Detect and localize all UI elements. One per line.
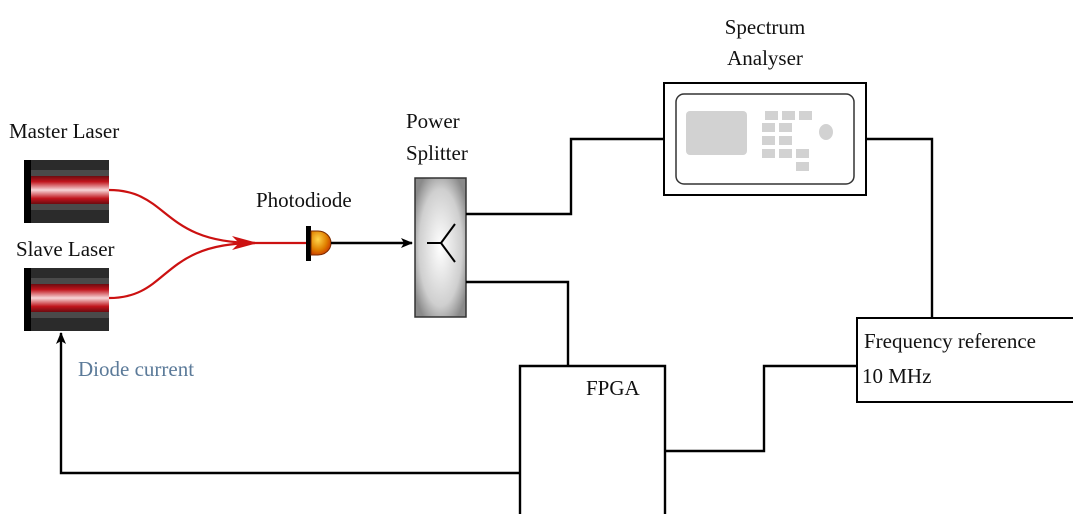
spectrum-analyser-label-2: Analyser <box>727 46 803 70</box>
spectrum-analyser-icon <box>663 82 867 196</box>
splitter-to-analyser-wire <box>466 137 664 216</box>
power-splitter-label-1: Power <box>406 109 460 133</box>
frequency-reference-box <box>856 317 1073 403</box>
slave-laser-icon <box>24 268 109 331</box>
fpga-box <box>518 364 667 514</box>
master-fiber <box>108 188 256 245</box>
splitter-to-fpga-wire <box>466 280 570 366</box>
fiber-arrow <box>232 236 258 250</box>
analyser-to-reference-wire <box>866 137 934 318</box>
master-laser-label: Master Laser <box>9 119 119 143</box>
photodiode-label: Photodiode <box>256 188 352 212</box>
photodiode-icon <box>306 226 332 261</box>
diode-current-feedback-wire <box>56 332 520 475</box>
slave-fiber <box>108 241 256 300</box>
spectrum-analyser-label-1: Spectrum <box>725 15 805 39</box>
master-laser-icon <box>24 160 109 223</box>
reference-to-fpga-wire <box>665 364 857 453</box>
slave-laser-label: Slave Laser <box>16 237 115 261</box>
power-splitter-label-2: Splitter <box>406 141 468 165</box>
frequency-reference-label-2: 10 MHz <box>862 364 931 388</box>
fpga-label: FPGA <box>586 376 641 400</box>
frequency-reference-label-1: Frequency reference <box>864 329 1036 353</box>
power-splitter-icon <box>414 177 467 318</box>
diode-current-label: Diode current <box>78 357 194 381</box>
